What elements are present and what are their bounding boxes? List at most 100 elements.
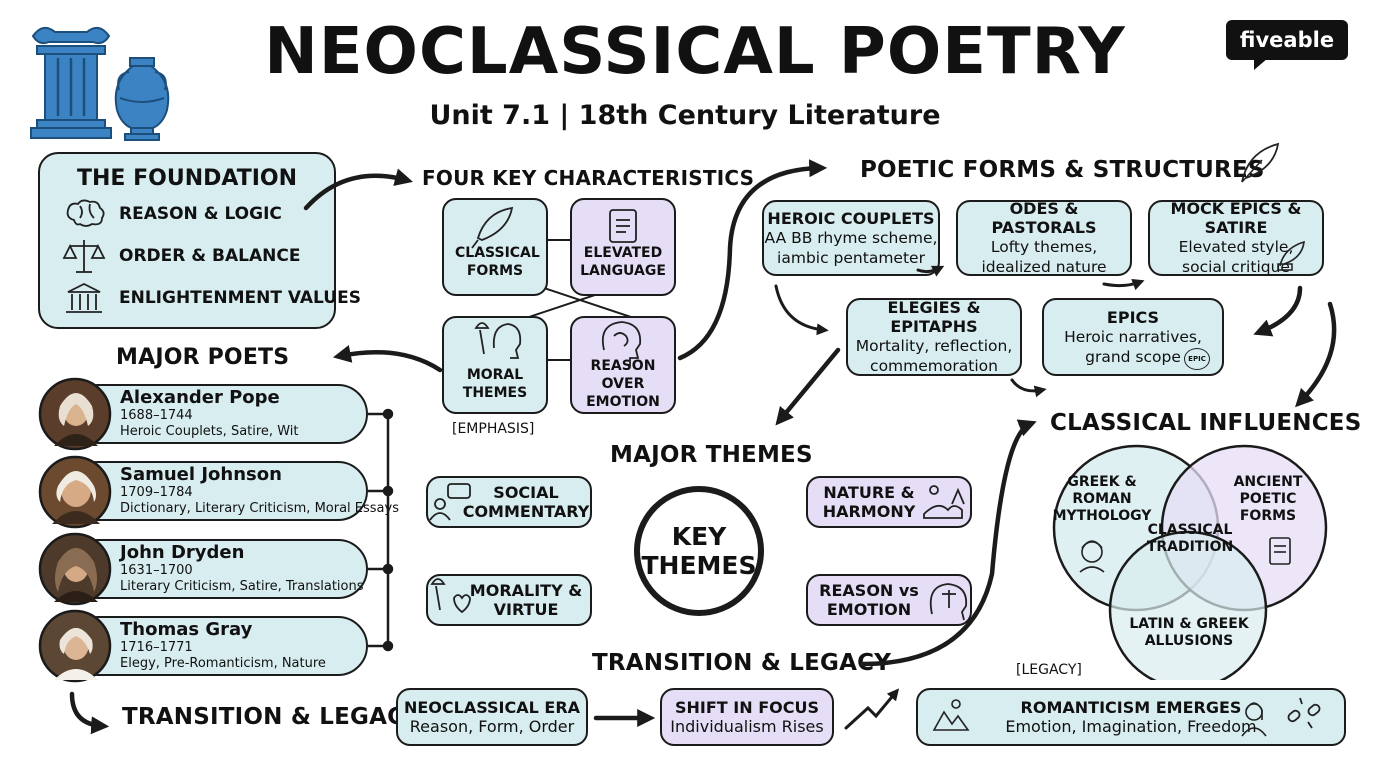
page-subtitle: Unit 7.1 | 18th Century Literature xyxy=(429,100,941,131)
epic-badge: EPIC xyxy=(1184,348,1210,370)
arrow-poets-to-transition xyxy=(69,691,110,735)
poet-desc: Heroic Couplets, Satire, Wit xyxy=(120,424,299,439)
scales-icon xyxy=(62,240,106,273)
venn-diagram xyxy=(1052,444,1328,680)
torch-heart-icon xyxy=(430,578,471,614)
portrait-pope xyxy=(38,377,112,451)
form-card-line: Mortality, reflection, xyxy=(855,337,1013,355)
foundation-item-order: ORDER & BALANCE xyxy=(119,246,301,266)
feather-icon xyxy=(1241,142,1280,183)
char-card-elevated-language[interactable]: ELEVATED LANGUAGE xyxy=(570,198,676,296)
form-card-elegies[interactable]: ELEGIES & EPITAPHS Mortality, reflection… xyxy=(846,298,1022,376)
poet-portraits xyxy=(38,377,112,683)
venn-text: ANCIENT xyxy=(1233,474,1303,490)
themes-heading: MAJOR THEMES xyxy=(610,442,813,468)
step-shift-in-focus[interactable]: SHIFT IN FOCUS Individualism Rises xyxy=(660,688,834,746)
form-card-line: Lofty themes, xyxy=(990,238,1098,256)
poet-desc: Elegy, Pre-Romanticism, Nature xyxy=(120,656,326,671)
theme-label: COMMENTARY xyxy=(462,502,590,521)
characteristics-heading: FOUR KEY CHARACTERISTICS xyxy=(422,166,755,190)
char-card-classical-forms[interactable]: CLASSICAL FORMS xyxy=(442,198,548,296)
poet-row-dryden[interactable] xyxy=(68,539,368,599)
quill-icon xyxy=(471,206,514,249)
logo-pointer xyxy=(1254,58,1268,70)
venn-text: MYTHOLOGY xyxy=(1052,508,1152,524)
venn-overlap-label: CLASSICAL TRADITION xyxy=(1140,522,1240,556)
arrow-couplets-to-elegies xyxy=(774,284,829,336)
poet-name: Thomas Gray xyxy=(120,619,253,640)
venn-text: FORMS xyxy=(1239,508,1297,524)
arrow-shift-to-romanticism xyxy=(844,688,900,730)
poet-name: John Dryden xyxy=(120,542,245,563)
form-card-mock-epics[interactable]: MOCK EPICS & SATIRE Elevated style, soci… xyxy=(1148,199,1324,276)
step-romanticism-emerges[interactable]: ROMANTICISM EMERGES Emotion, Imagination… xyxy=(916,688,1346,746)
form-card-title: MOCK EPICS & SATIRE xyxy=(1170,199,1302,237)
portrait-dryden xyxy=(38,532,112,606)
poet-text-pope: Alexander Pope 1688–1744 Heroic Couplets… xyxy=(120,387,298,440)
sun-landscape-icon xyxy=(923,485,965,519)
theme-label: REASON vs xyxy=(819,581,919,600)
column-vase-logo xyxy=(30,26,170,141)
form-card-line: iambic pentameter xyxy=(777,248,925,267)
poet-years: 1716–1771 xyxy=(120,640,193,655)
romanticism-icons xyxy=(932,697,1321,737)
form-card-line: Heroic narratives, xyxy=(1064,327,1202,346)
foundation-heading: THE FOUNDATION xyxy=(77,166,297,191)
form-card-line: commemoration xyxy=(870,357,998,375)
char-card-label: REASON OVER EMOTION xyxy=(586,358,660,410)
poet-text-dryden: John Dryden 1631–1700 Literary Criticism… xyxy=(120,542,364,595)
poet-name: Alexander Pope xyxy=(120,387,280,408)
venn-text: ROMAN xyxy=(1072,491,1132,507)
portrait-johnson xyxy=(38,455,112,529)
poet-desc: Dictionary, Literary Criticism, Moral Es… xyxy=(120,501,399,516)
head-scales-icon xyxy=(929,583,968,621)
form-card-line: Elevated style, xyxy=(1178,238,1294,256)
fiveable-logo[interactable]: fiveable xyxy=(1226,20,1348,60)
step-neoclassical-era[interactable]: NEOCLASSICAL ERA Reason, Form, Order xyxy=(396,688,588,746)
poet-name: Samuel Johnson xyxy=(120,464,282,485)
characteristics-icons xyxy=(471,206,642,366)
char-card-label: ELEVATED LANGUAGE xyxy=(580,245,666,279)
arrow-couplets-to-odes xyxy=(916,265,945,277)
form-card-line: idealized nature xyxy=(981,258,1107,276)
torch-head-icon xyxy=(474,322,522,359)
brain-icon xyxy=(66,199,105,227)
temple-icon xyxy=(66,282,102,313)
theme-label: NATURE & xyxy=(823,483,915,502)
woman-portrait-icon xyxy=(1241,702,1267,737)
theme-card-social[interactable]: SOCIAL COMMENTARY xyxy=(426,476,592,528)
arrow-forms-to-themes xyxy=(775,347,841,426)
hub-line: KEY xyxy=(671,522,727,551)
poet-row-johnson[interactable] xyxy=(68,461,368,521)
theme-label: VIRTUE xyxy=(493,600,559,619)
venn-text: GREEK & xyxy=(1067,474,1137,490)
hub-line: THEMES xyxy=(641,551,757,580)
key-themes-hub: KEY THEMES xyxy=(634,486,764,616)
form-card-line: grand scope xyxy=(1085,347,1181,366)
form-card-line: AA BB rhyme scheme, xyxy=(764,228,938,247)
arrow-foundation-to-characteristics xyxy=(303,168,413,211)
venn-text: LATIN & GREEK xyxy=(1129,616,1249,632)
step-body: Emotion, Imagination, Freedom xyxy=(1005,716,1257,736)
step-body: Reason, Form, Order xyxy=(409,716,575,736)
arrow-transition-to-influences xyxy=(859,419,1037,667)
brand-text: fiveable xyxy=(1239,28,1335,52)
form-card-heroic-couplets[interactable]: HEROIC COUPLETS AA BB rhyme scheme, iamb… xyxy=(762,200,940,276)
page-title: NEOCLASSICAL POETRY xyxy=(264,15,1126,89)
arrow-odes-to-mock xyxy=(1102,278,1145,291)
char-card-label: CLASSICAL FORMS xyxy=(455,245,540,279)
transition-heading-left: TRANSITION & LEGACY xyxy=(122,704,422,730)
legacy-note: [LEGACY] xyxy=(1016,662,1082,678)
theme-card-nature[interactable]: NATURE & HARMONY xyxy=(806,476,972,528)
poet-row-gray[interactable] xyxy=(68,616,368,676)
form-card-odes-pastorals[interactable]: ODES & PASTORALS Lofty themes, idealized… xyxy=(956,199,1132,276)
form-card-title: EPICS xyxy=(1106,307,1160,327)
arrow-forms-to-influences xyxy=(1295,301,1337,408)
arrow-characteristics-to-forms xyxy=(677,159,828,361)
theme-card-reason[interactable]: REASON vs EMOTION xyxy=(806,574,972,626)
speech-person-icon xyxy=(429,483,471,521)
char-card-reason-over-emotion[interactable]: REASON OVER EMOTION xyxy=(570,316,676,414)
theme-label: HARMONY xyxy=(822,502,916,521)
scroll-icon xyxy=(609,209,637,243)
